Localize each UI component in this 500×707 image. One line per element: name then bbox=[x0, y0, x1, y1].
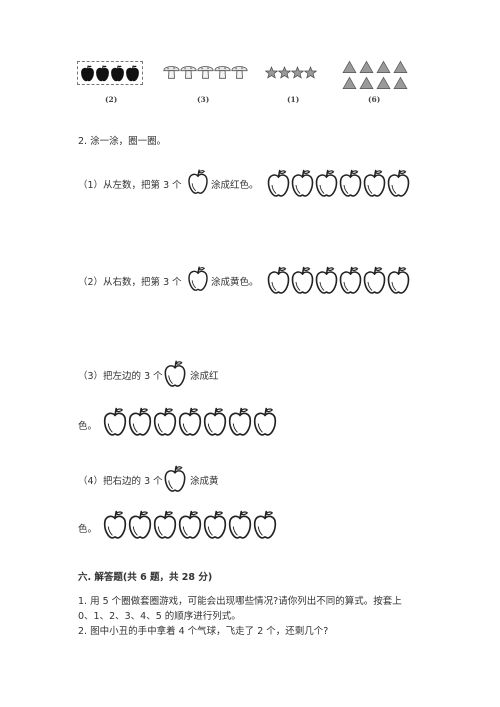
question-text: 2. 图中小丑的手中拿着 4 个气球，飞走了 2 个，还剩几个? bbox=[78, 626, 329, 637]
triangle-icon bbox=[342, 76, 357, 90]
apple-icon bbox=[202, 509, 228, 540]
apple-icon bbox=[152, 509, 178, 540]
apple-icon bbox=[163, 464, 187, 493]
star-icon bbox=[291, 66, 304, 79]
apple-icon bbox=[127, 509, 153, 540]
apple-icon bbox=[102, 406, 128, 437]
question-text: 1. 用 5 个圈做套圈游戏，可能会出现哪些情况?请你列出不同的算式。按套上 bbox=[78, 596, 402, 607]
question-text: （2）从右数，把第 3 个 bbox=[78, 277, 182, 288]
apple-icon bbox=[187, 265, 209, 292]
apple-icon bbox=[338, 265, 363, 295]
apple-icon bbox=[362, 265, 387, 295]
apple-group-figure bbox=[77, 61, 143, 85]
triangle-icon bbox=[342, 60, 357, 74]
mushroom-icon bbox=[197, 62, 214, 81]
triangle-icon bbox=[359, 76, 374, 90]
apple-icon bbox=[177, 509, 203, 540]
mushroom-icon bbox=[231, 62, 248, 81]
figure-caption: (3) bbox=[197, 95, 210, 104]
apple-icon bbox=[266, 265, 291, 295]
apple-icon bbox=[314, 168, 339, 198]
question-text: 涂成黄色。 bbox=[211, 277, 259, 288]
star-group-figure bbox=[265, 65, 325, 80]
apple-icon bbox=[386, 265, 411, 295]
apple-icon bbox=[290, 265, 315, 295]
apple-icon bbox=[227, 509, 253, 540]
star-icon bbox=[265, 66, 278, 79]
question-text: 色。 bbox=[78, 524, 98, 535]
apple-icon bbox=[95, 64, 110, 82]
mushroom-group-figure bbox=[163, 61, 249, 83]
apple-icon bbox=[127, 406, 153, 437]
triangle-icon bbox=[393, 60, 408, 74]
question-text: （3）把左边的 3 个 bbox=[78, 371, 163, 382]
apple-icon bbox=[227, 406, 253, 437]
mushroom-icon bbox=[214, 62, 231, 81]
apple-row bbox=[266, 168, 422, 198]
question-text: 0、1、2、3、4、5 的顺序进行列式。 bbox=[78, 611, 241, 622]
triangle-icon bbox=[359, 60, 374, 74]
figure-caption: (1) bbox=[287, 95, 300, 104]
triangle-icon bbox=[393, 76, 408, 90]
figure-caption: (2) bbox=[105, 95, 118, 104]
apple-icon bbox=[187, 168, 209, 195]
apple-icon bbox=[362, 168, 387, 198]
star-icon bbox=[278, 66, 291, 79]
question-text: 涂成黄 bbox=[190, 476, 219, 487]
apple-icon bbox=[266, 168, 291, 198]
star-icon bbox=[304, 66, 317, 79]
apple-icon bbox=[290, 168, 315, 198]
triangle-icon bbox=[376, 76, 391, 90]
triangle-icon bbox=[376, 60, 391, 74]
apple-icon bbox=[163, 359, 187, 388]
apple-icon bbox=[80, 64, 95, 82]
apple-icon bbox=[102, 509, 128, 540]
figure-caption: (6) bbox=[368, 95, 381, 104]
mushroom-icon bbox=[180, 62, 197, 81]
apple-icon bbox=[314, 265, 339, 295]
apple-icon bbox=[110, 64, 125, 82]
apple-icon bbox=[386, 168, 411, 198]
question-text: 色。 bbox=[78, 421, 98, 432]
section-title: 六. 解答题(共 6 题，共 28 分) bbox=[78, 572, 213, 583]
apple-icon bbox=[202, 406, 228, 437]
apple-icon bbox=[125, 64, 140, 82]
apple-row bbox=[102, 406, 282, 438]
triangle-group-figure bbox=[341, 59, 411, 91]
question-text: （1）从左数，把第 3 个 bbox=[78, 180, 182, 191]
section-title: 2. 涂一涂，圈一圈。 bbox=[78, 136, 167, 147]
apple-row bbox=[102, 509, 282, 541]
mushroom-icon bbox=[163, 62, 180, 81]
apple-icon bbox=[338, 168, 363, 198]
apple-icon bbox=[252, 509, 278, 540]
apple-icon bbox=[177, 406, 203, 437]
question-text: 涂成红色。 bbox=[211, 180, 259, 191]
apple-row bbox=[266, 265, 422, 295]
apple-icon bbox=[152, 406, 178, 437]
question-text: 涂成红 bbox=[190, 371, 219, 382]
question-text: （4）把右边的 3 个 bbox=[78, 476, 163, 487]
apple-icon bbox=[252, 406, 278, 437]
